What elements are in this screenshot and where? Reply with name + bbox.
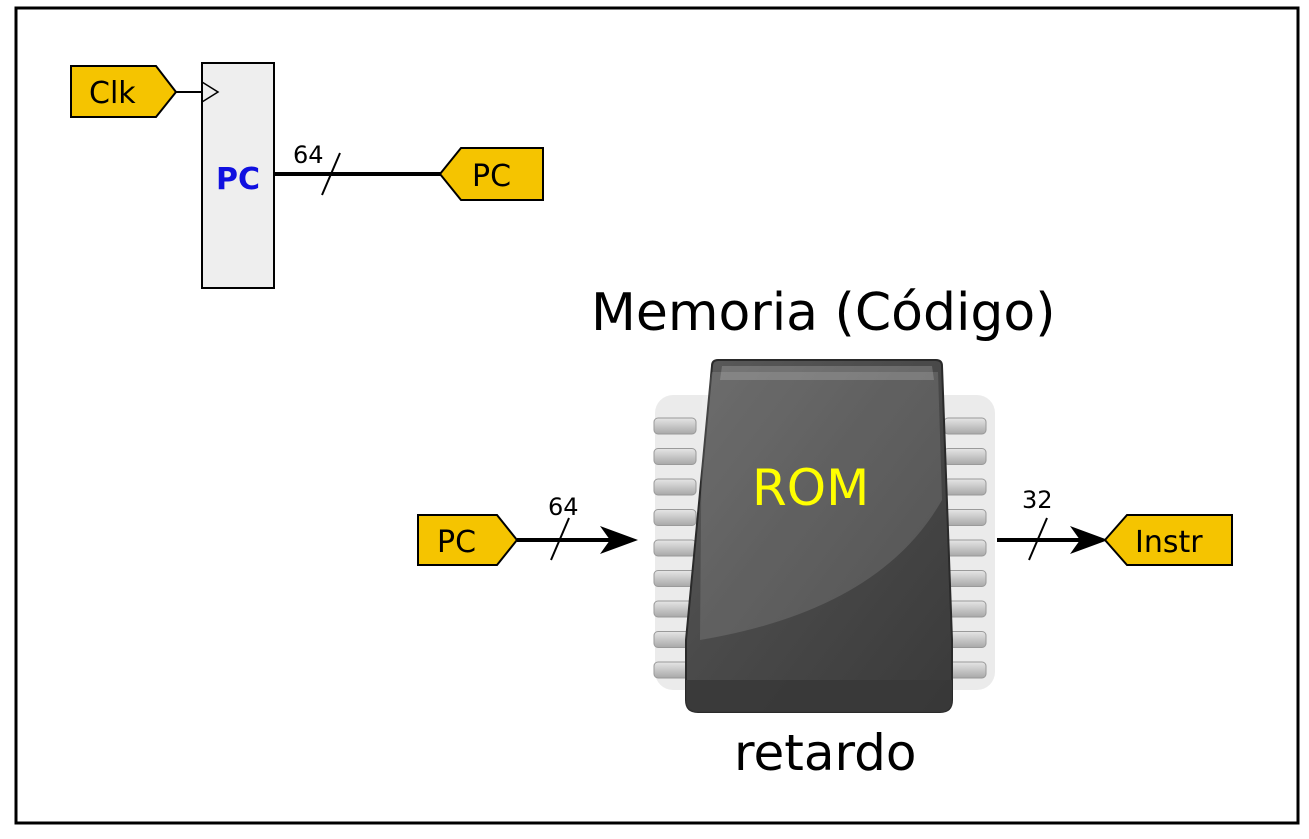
pc-register-block: Clk PC 64 PC	[70, 62, 544, 289]
pc-register	[201, 62, 275, 289]
pc-bus-width-slash	[321, 152, 341, 196]
chip-pin	[943, 448, 987, 465]
pc-output-tag: PC	[438, 147, 544, 201]
rom-chip-icon: ROM	[653, 359, 995, 713]
memory-output-arrowhead	[1070, 526, 1108, 554]
chip-pin	[943, 478, 987, 496]
pc-bus-width-label: 64	[293, 141, 324, 169]
chip-pin	[653, 539, 697, 557]
chip-pin	[653, 448, 697, 465]
clk-tag-label: Clk	[89, 76, 136, 111]
instr-output-tag-label: Instr	[1135, 525, 1203, 560]
pc-register-label: PC	[216, 162, 260, 197]
memory-title: Memoria (Código)	[591, 283, 1056, 343]
chip-right-pins	[943, 417, 987, 679]
memory-input-tag-label: PC	[437, 525, 476, 560]
chip-pin	[943, 509, 987, 526]
chip-left-pins	[653, 417, 697, 679]
rom-chip-label: ROM	[752, 459, 869, 517]
memory-output-width-label: 32	[1022, 486, 1053, 514]
chip-pin	[653, 478, 697, 496]
clk-input-tag: Clk	[70, 65, 178, 118]
chip-pin	[653, 417, 697, 435]
memory-input-width-slash	[550, 517, 570, 561]
chip-pin	[653, 509, 697, 526]
chip-pin	[653, 570, 697, 587]
memory-input-tag: PC	[417, 514, 519, 566]
chip-pin	[943, 539, 987, 557]
pc-output-tag-label: PC	[472, 159, 511, 194]
memory-input-width-label: 64	[548, 493, 579, 521]
memory-input-arrowhead	[600, 526, 638, 554]
clock-edge-icon	[201, 81, 220, 103]
memory-output-width-slash	[1028, 517, 1048, 561]
memory-delay-caption: retardo	[734, 724, 916, 782]
instr-output-tag: Instr	[1103, 514, 1233, 566]
chip-pin	[943, 417, 987, 435]
